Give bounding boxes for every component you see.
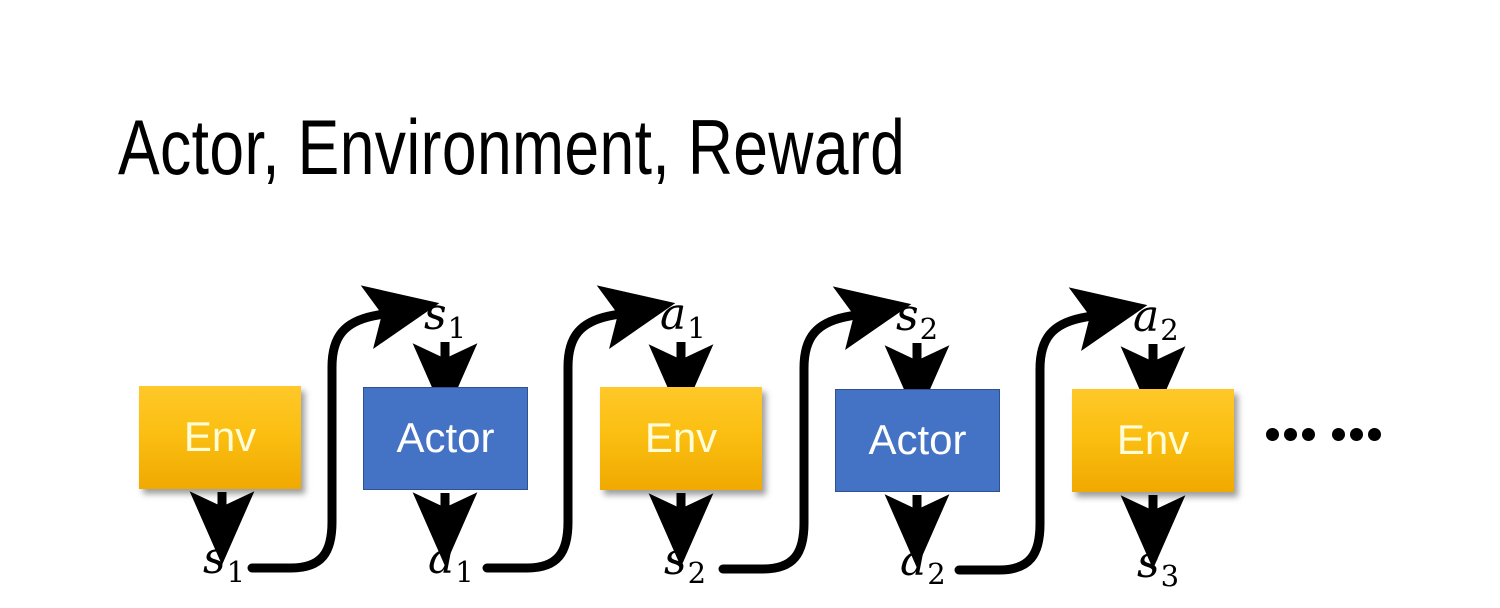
label-top-s1-symbol: s — [424, 289, 447, 340]
env-box-3-label: Env — [1116, 415, 1190, 463]
label-top-a1: a1 — [660, 293, 706, 343]
label-top-a1-subscript: 1 — [687, 310, 706, 345]
label-bottom-s1-symbol: s — [203, 533, 226, 584]
actor-box-2-label: Actor — [868, 415, 967, 463]
label-bottom-a1-subscript: 1 — [455, 554, 474, 589]
actor-box-1[interactable]: Actor — [363, 387, 528, 490]
env-box-1[interactable]: Env — [139, 386, 301, 489]
label-top-a2: a2 — [1133, 295, 1179, 345]
label-bottom-a2-symbol: a — [900, 535, 927, 586]
label-top-a2-subscript: 2 — [1160, 312, 1179, 347]
env-box-1-label: Env — [183, 412, 257, 460]
ellipsis-dot — [1332, 428, 1345, 441]
env-box-3[interactable]: Env — [1072, 389, 1234, 492]
label-bottom-a1: a1 — [428, 537, 474, 587]
label-bottom-a2-subscript: 2 — [927, 556, 946, 591]
ellipsis-dot — [1350, 428, 1363, 441]
label-bottom-s2-subscript: 2 — [687, 555, 707, 590]
label-bottom-a1-symbol: a — [428, 533, 455, 584]
label-top-a1-symbol: a — [660, 289, 687, 340]
label-top-s2-subscript: 2 — [919, 311, 939, 346]
label-top-s1: s1 — [424, 293, 466, 343]
label-bottom-a2: a2 — [900, 539, 946, 589]
ellipsis-dots — [1266, 428, 1381, 441]
label-bottom-s1-subscript: 1 — [226, 554, 246, 589]
actor-box-2[interactable]: Actor — [835, 389, 1000, 492]
page-title: Actor, Environment, Reward — [118, 103, 906, 191]
actor-box-1-label: Actor — [396, 413, 495, 461]
label-top-s1-subscript: 1 — [447, 310, 467, 345]
ellipsis-dot — [1368, 428, 1381, 441]
label-bottom-s3-symbol: s — [1137, 537, 1160, 588]
label-bottom-s3-subscript: 3 — [1160, 558, 1180, 593]
ellipsis-dot — [1266, 428, 1279, 441]
label-top-s2-symbol: s — [896, 290, 919, 341]
label-bottom-s1: s1 — [203, 537, 245, 587]
ellipsis-gap — [1320, 434, 1327, 435]
label-top-a2-symbol: a — [1133, 291, 1160, 342]
env-box-2[interactable]: Env — [600, 387, 762, 490]
label-bottom-s3: s3 — [1137, 541, 1179, 591]
ellipsis-dot — [1302, 428, 1315, 441]
label-top-s2: s2 — [896, 294, 938, 344]
label-bottom-s2: s2 — [664, 538, 706, 588]
env-box-2-label: Env — [644, 413, 718, 461]
ellipsis-dot — [1284, 428, 1297, 441]
label-bottom-s2-symbol: s — [664, 534, 687, 585]
